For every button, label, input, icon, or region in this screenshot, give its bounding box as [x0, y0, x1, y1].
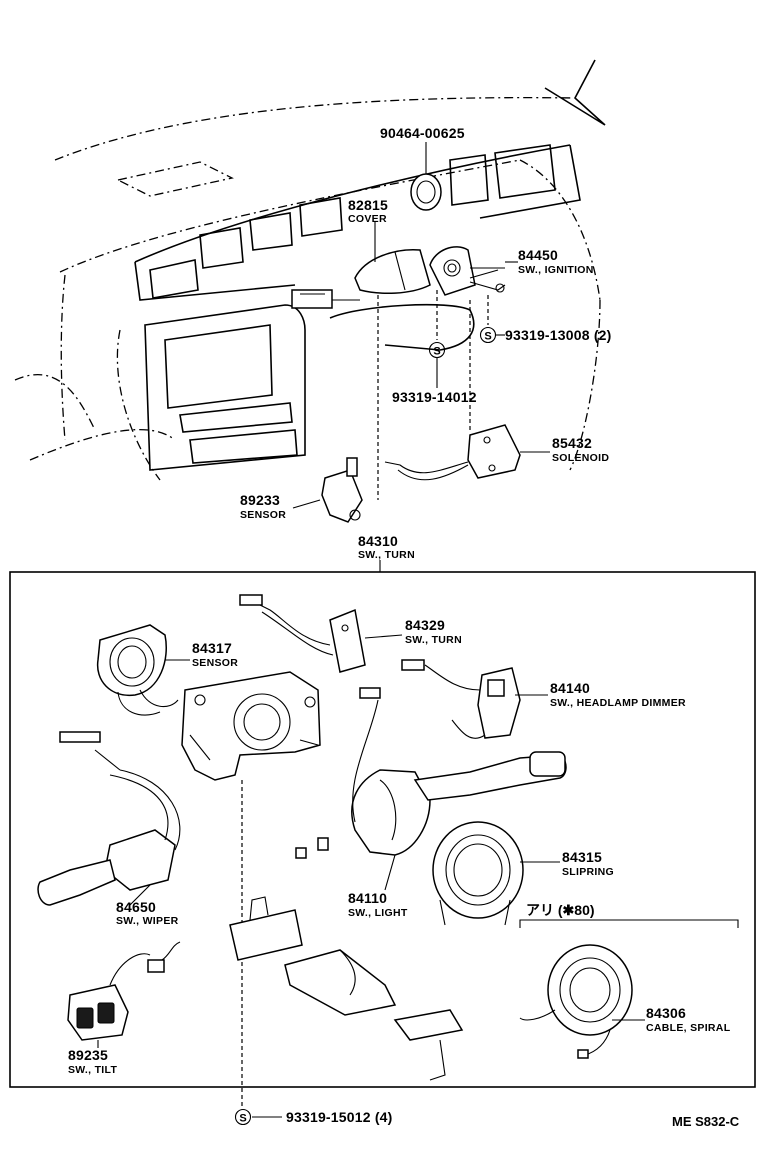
wiper-switch	[37, 731, 181, 906]
part-number-85432: 85432	[552, 435, 592, 451]
part-desc-84310: SW., TURN	[358, 549, 415, 561]
part-number-84110: 84110	[348, 890, 387, 906]
part-labels: 90464-00625 82815 COVER 84450 SW., IGNIT…	[68, 125, 740, 1129]
ignition-switch	[429, 246, 476, 296]
part-desc-84317: SENSOR	[192, 657, 238, 669]
spiral-cable	[519, 919, 739, 1059]
part-number-84306: 84306	[646, 1005, 686, 1021]
part-number-89233: 89233	[240, 492, 280, 508]
slipring	[432, 821, 524, 926]
leader-lines	[97, 142, 645, 1118]
diagram-code: ME S832-C	[672, 1114, 740, 1129]
part-number-93319-15012: 93319-15012 (4)	[286, 1109, 393, 1125]
part-desc-89235: SW., TILT	[68, 1064, 117, 1076]
variant-note: アリ (✱80)	[526, 902, 595, 918]
part-number-84140: 84140	[550, 680, 590, 696]
part-number-93319-14012: 93319-14012	[392, 389, 477, 405]
ignition-cluster	[354, 150, 506, 500]
turn-switch-assembly-frame	[9, 571, 756, 1088]
sensor-89233	[321, 457, 363, 523]
screw-symbol-1-label: S	[484, 331, 491, 343]
part-number-84315: 84315	[562, 849, 602, 865]
part-desc-82815: COVER	[348, 213, 387, 225]
turn-switch-module	[239, 594, 366, 673]
part-number-84329: 84329	[405, 617, 445, 633]
part-desc-85432: SOLENOID	[552, 452, 609, 464]
screw-symbol-3-label: S	[239, 1113, 246, 1125]
part-desc-89233: SENSOR	[240, 509, 286, 521]
part-number-89235: 89235	[68, 1047, 108, 1063]
connector-bracket	[229, 896, 464, 1081]
part-desc-84140: SW., HEADLAMP DIMMER	[550, 697, 686, 709]
retainer-ring	[410, 173, 442, 211]
part-desc-84329: SW., TURN	[405, 634, 462, 646]
part-desc-84110: SW., LIGHT	[348, 907, 408, 919]
screw-symbols: S S S	[234, 326, 497, 1126]
column-cover	[354, 249, 431, 295]
part-number-84650: 84650	[116, 899, 156, 915]
tilt-switch	[67, 941, 181, 1041]
screw-symbol-1	[479, 326, 497, 344]
part-number-82815: 82815	[348, 197, 388, 213]
headlamp-dimmer-switch	[401, 659, 521, 739]
part-number-93319-13008: 93319-13008 (2)	[505, 327, 612, 343]
part-number-90464-00625: 90464-00625	[380, 125, 465, 141]
switch-body	[181, 671, 321, 1108]
screw-symbol-2	[428, 341, 446, 359]
screw-symbol-2-label: S	[433, 346, 440, 358]
part-desc-84450: SW., IGNITION	[518, 264, 594, 276]
dashboard-outline	[14, 59, 606, 481]
part-number-84317: 84317	[192, 640, 232, 656]
part-number-84450: 84450	[518, 247, 558, 263]
part-desc-84315: SLIPRING	[562, 866, 614, 878]
solenoid	[384, 424, 521, 481]
steering-sensor	[96, 624, 179, 716]
part-number-84310: 84310	[358, 533, 398, 549]
light-switch-lever	[295, 687, 567, 859]
part-desc-84306: CABLE, SPIRAL	[646, 1022, 731, 1034]
part-desc-84650: SW., WIPER	[116, 915, 179, 927]
screw-symbol-3	[234, 1108, 252, 1126]
